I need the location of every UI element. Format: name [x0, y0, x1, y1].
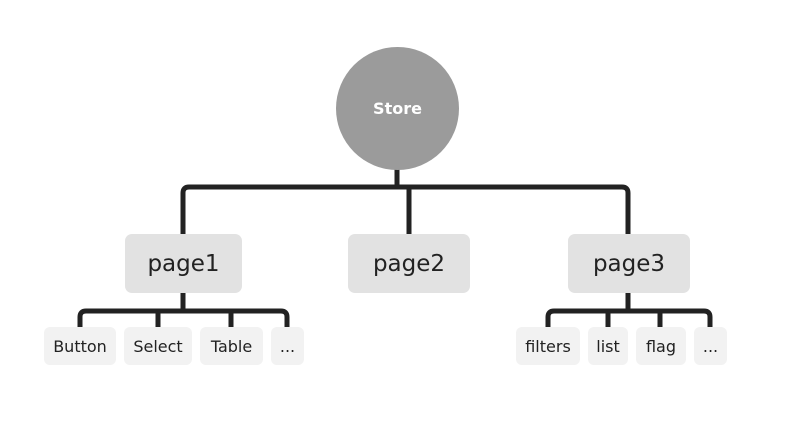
leaf-table: Table — [200, 327, 263, 365]
leaf-button: Button — [44, 327, 116, 365]
leaf-filters: filters — [516, 327, 580, 365]
connector-page3-children — [545, 290, 713, 330]
store-node: Store — [336, 47, 459, 170]
connector-page1-children — [77, 290, 290, 330]
leaf-list: list — [588, 327, 628, 365]
leaf-select: Select — [124, 327, 192, 365]
page2-node: page2 — [348, 234, 470, 293]
connector-root-to-pages — [180, 166, 631, 237]
leaf-more-page3: ... — [694, 327, 727, 365]
leaf-flag: flag — [636, 327, 686, 365]
page3-node: page3 — [568, 234, 690, 293]
leaf-more-page1: ... — [271, 327, 304, 365]
page1-node: page1 — [125, 234, 242, 293]
